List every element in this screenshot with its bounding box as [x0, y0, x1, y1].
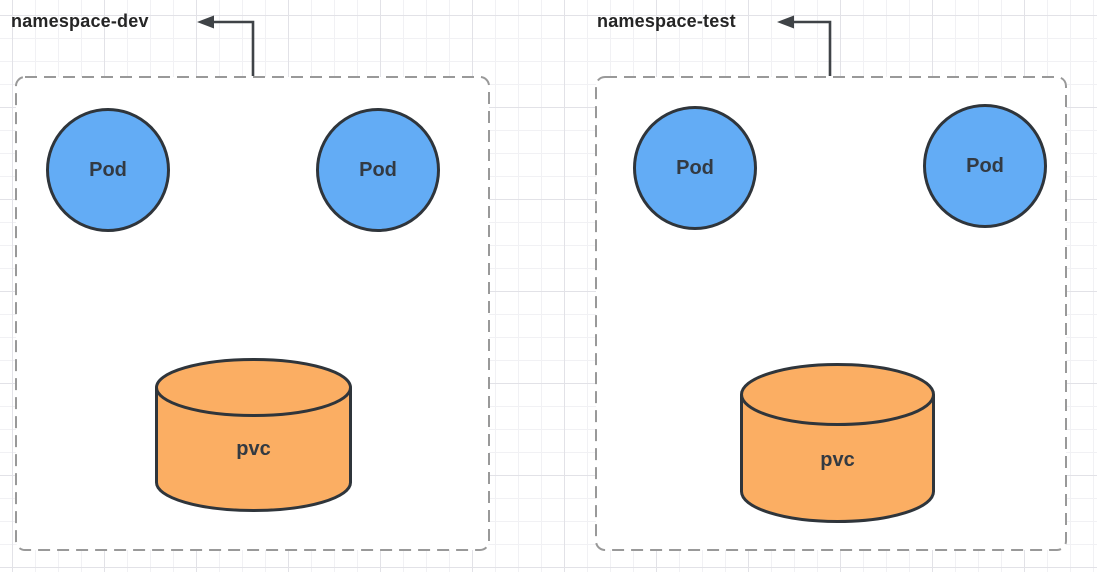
namespace-test-label: namespace-test — [597, 11, 736, 31]
namespace-dev-box: Pod Pod pvc — [15, 76, 490, 551]
pod-shape: Pod — [923, 104, 1047, 228]
namespace-dev-callout-arrow — [197, 15, 255, 76]
pod-shape: Pod — [316, 108, 440, 232]
namespace-dev-label: namespace-dev — [11, 11, 149, 31]
cylinder-shape — [155, 358, 352, 512]
pod-label: Pod — [966, 154, 1004, 177]
namespace-test-box: Pod Pod pvc — [595, 76, 1067, 551]
cylinder-shape — [740, 363, 935, 523]
pod-label: Pod — [89, 158, 127, 181]
pod-shape: Pod — [633, 106, 757, 230]
pod-label: Pod — [676, 156, 714, 179]
pvc-label: pvc — [820, 449, 855, 471]
pod-shape: Pod — [46, 108, 170, 232]
namespace-test-callout-arrow — [777, 15, 832, 76]
pvc-cylinder: pvc — [740, 363, 935, 523]
pod-label: Pod — [359, 158, 397, 181]
pvc-cylinder: pvc — [155, 358, 352, 512]
pvc-label: pvc — [236, 438, 271, 460]
